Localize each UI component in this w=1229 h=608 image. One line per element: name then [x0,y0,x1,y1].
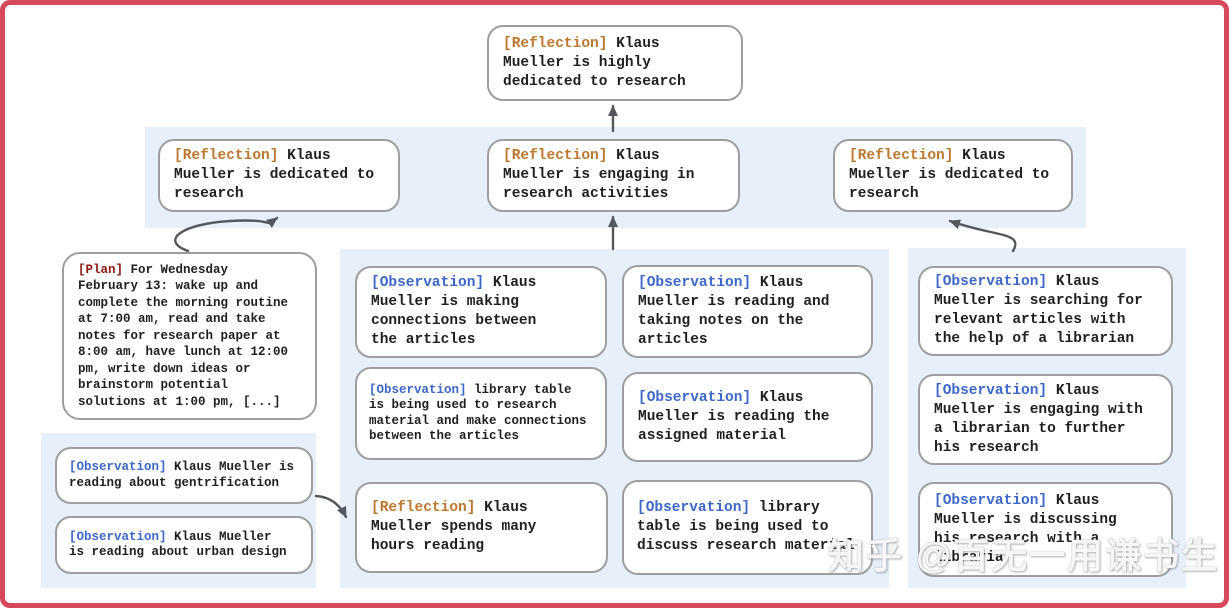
observation-node-making-connections: [Observation] Klaus Mueller is making co… [355,266,607,358]
node-text: Klaus Mueller is dedicated to research [849,148,1050,202]
observation-tag: [Observation] [369,382,467,397]
node-text: Klaus Mueller is highly dedicated to res… [503,35,686,90]
observation-tag: [Observation] [934,382,1048,399]
node-text: Klaus Mueller is reading about urban des… [69,529,287,560]
node-text: Klaus Mueller is reading the assigned ma… [638,389,830,444]
reflection-tag: [Reflection] [174,148,279,164]
observation-node-searching-articles: [Observation] Klaus Mueller is searching… [918,266,1173,356]
observation-tag: [Observation] [371,275,485,291]
reflection-node-3: [Reflection] Klaus Mueller is dedicated … [833,139,1073,212]
reflection-tag: [Reflection] [849,148,954,164]
observation-tag: [Observation] [69,529,167,544]
observation-node-assigned-material: [Observation] Klaus Mueller is reading t… [622,372,873,462]
node-text: Klaus Mueller spends many hours reading [371,500,537,554]
observation-tag: [Observation] [934,492,1048,509]
plan-node: [Plan] For Wednesday February 13: wake u… [62,252,317,420]
node-text: Klaus Mueller is making connections betw… [371,275,537,348]
observation-tag: [Observation] [934,274,1048,290]
observation-node-engaging-librarian: [Observation] Klaus Mueller is engaging … [918,374,1173,465]
observation-tag: [Observation] [638,274,752,291]
reflection-tag: [Reflection] [503,35,608,52]
observation-node-gentrification: [Observation] Klaus Mueller is reading a… [55,447,313,504]
node-text: library table is being used to research … [369,382,587,444]
node-text: Klaus Mueller is engaging in research ac… [503,148,695,202]
root-reflection-node: [Reflection] Klaus Mueller is highly ded… [487,25,743,101]
observation-node-taking-notes: [Observation] Klaus Mueller is reading a… [622,265,873,358]
node-text: Klaus Mueller is dedicated to research [174,148,375,202]
reflection-node-1: [Reflection] Klaus Mueller is dedicated … [158,139,400,212]
node-text: Klaus Mueller is engaging with a librari… [934,382,1143,456]
node-text: Klaus Mueller is searching for relevant … [934,274,1143,347]
node-text: Klaus Mueller is reading and taking note… [638,274,830,348]
node-text: library table is being used to discuss r… [637,500,855,554]
node-text: Klaus Mueller is reading about gentrific… [69,460,295,490]
plan-tag: [Plan] [78,262,124,277]
observation-node-discussing-research: [Observation] Klaus Mueller is discussin… [918,482,1173,577]
reflection-node-2: [Reflection] Klaus Mueller is engaging i… [487,139,740,212]
node-text: Klaus Mueller is discussing his research… [934,492,1117,566]
reflection-node-hours-reading: [Reflection] Klaus Mueller spends many h… [355,482,608,573]
observation-node-discuss-material: [Observation] library table is being use… [622,480,873,575]
node-text: For Wednesday February 13: wake up and c… [78,262,289,409]
reflection-tag: [Reflection] [371,500,476,516]
observation-tag: [Observation] [637,500,751,516]
observation-node-urban-design: [Observation] Klaus Mueller is reading a… [55,516,313,574]
reflection-tag: [Reflection] [503,148,608,164]
zhihu-watermark: 知乎 @百无一用谦书生 [828,535,1220,576]
observation-node-library-table-research: [Observation] library table is being use… [355,367,607,460]
observation-tag: [Observation] [69,460,167,474]
observation-tag: [Observation] [638,389,752,406]
